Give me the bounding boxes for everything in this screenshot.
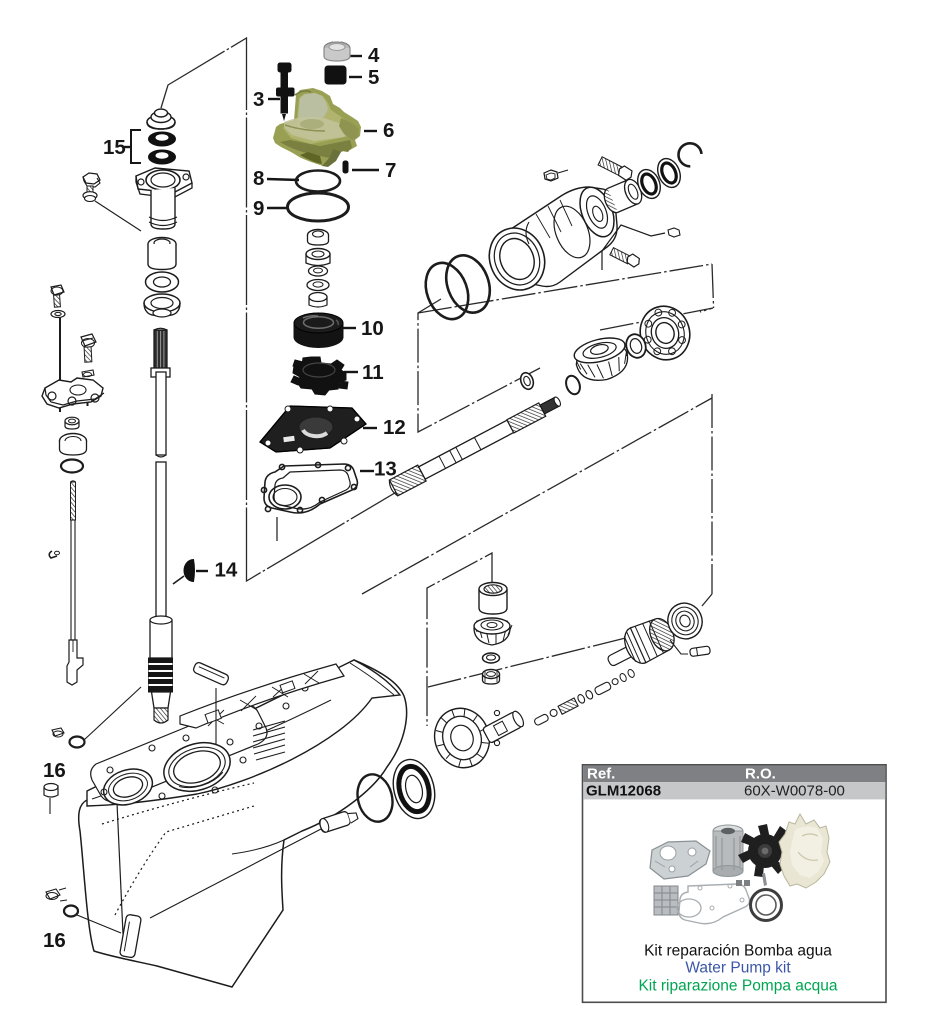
- svg-text:15: 15: [103, 136, 126, 159]
- svg-text:Ref.: Ref.: [587, 765, 615, 782]
- svg-text:12: 12: [383, 416, 406, 439]
- svg-text:4: 4: [368, 44, 380, 67]
- svg-text:Kit riparazione Pompa acqua: Kit riparazione Pompa acqua: [638, 978, 837, 995]
- svg-text:3: 3: [253, 88, 264, 111]
- svg-text:10: 10: [361, 317, 384, 340]
- svg-text:8: 8: [253, 167, 264, 190]
- svg-text:16: 16: [43, 929, 66, 952]
- svg-text:6: 6: [383, 119, 394, 142]
- svg-text:11: 11: [362, 361, 384, 384]
- svg-text:13: 13: [374, 458, 397, 481]
- svg-text:R.O.: R.O.: [745, 765, 776, 782]
- svg-text:9: 9: [253, 197, 264, 220]
- svg-text:14: 14: [215, 559, 238, 582]
- svg-text:5: 5: [368, 66, 379, 89]
- svg-text:7: 7: [385, 159, 396, 182]
- svg-text:16: 16: [43, 759, 66, 782]
- svg-text:GLM12068: GLM12068: [586, 782, 661, 799]
- svg-text:60X-W0078-00: 60X-W0078-00: [744, 782, 845, 799]
- svg-text:Water Pump kit: Water Pump kit: [685, 960, 791, 977]
- svg-text:Kit reparación Bomba agua: Kit reparación Bomba agua: [644, 943, 832, 960]
